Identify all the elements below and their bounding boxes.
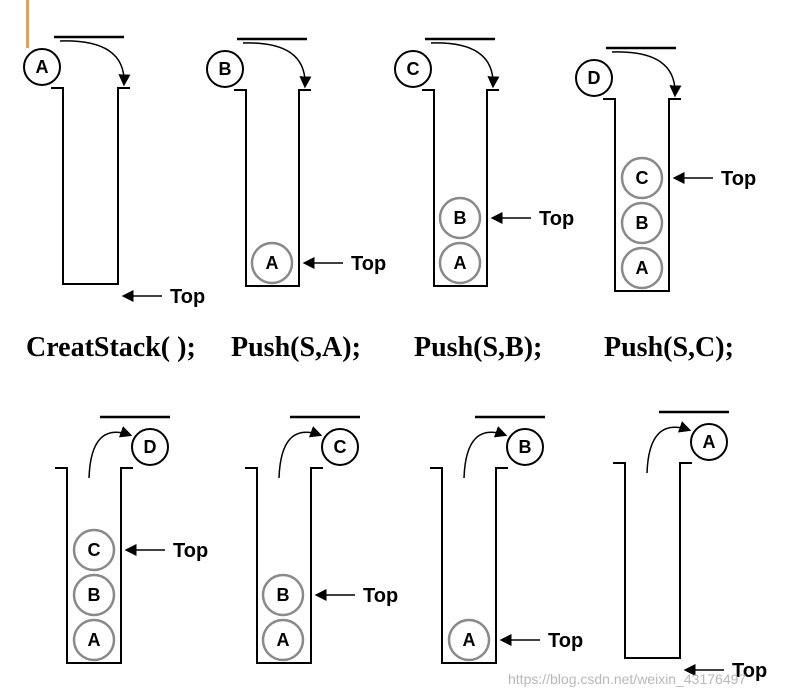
move-arrow — [59, 40, 131, 87]
stack-container — [422, 89, 499, 287]
move-arrow — [242, 42, 312, 89]
stack-element — [72, 618, 116, 662]
stack-element-label: B — [88, 585, 101, 605]
stack-container — [603, 98, 681, 292]
top-label: Top — [170, 286, 205, 308]
moving-element — [206, 50, 244, 88]
top-label: Top — [539, 208, 574, 230]
stack-element-label: A — [454, 253, 467, 273]
stack-container — [613, 462, 692, 659]
stack-element — [72, 573, 116, 617]
move-arrow — [430, 42, 500, 89]
move-arrow — [463, 426, 508, 479]
stack-element — [72, 528, 116, 572]
moving-element-label: C — [334, 437, 347, 457]
stack-element-label: A — [266, 253, 279, 273]
operation-label: Push(S,A); — [231, 332, 361, 363]
top-label: Top — [351, 253, 386, 275]
stack-panel: Top A — [23, 35, 205, 308]
stack-panel: A B Top C — [394, 37, 574, 287]
moving-element — [690, 423, 728, 461]
move-arrow — [646, 421, 692, 474]
stack-panel: Top A — [613, 410, 767, 682]
stack-element-label: A — [636, 258, 649, 278]
stack-element-label: C — [636, 168, 649, 188]
stack-panel: A Top B — [430, 415, 583, 664]
stack-element — [261, 618, 305, 662]
moving-element-label: D — [144, 437, 157, 457]
stack-container — [55, 467, 133, 664]
moving-element — [575, 59, 613, 97]
moving-element-label: C — [407, 59, 420, 79]
stack-container — [245, 467, 323, 664]
moving-element — [23, 48, 61, 86]
moving-element — [321, 428, 359, 466]
stack-element-label: B — [454, 208, 467, 228]
stack-panel: A B C Top D — [575, 46, 756, 292]
stack-panel: A B C Top D — [55, 415, 208, 664]
stack-container — [234, 89, 311, 287]
moving-element-label: B — [219, 59, 232, 79]
top-label: Top — [721, 168, 756, 190]
stack-element-label: B — [636, 213, 649, 233]
stack-element — [620, 246, 664, 290]
moving-element — [506, 428, 544, 466]
moving-element-label: A — [36, 57, 49, 77]
stack-element-label: A — [277, 630, 290, 650]
stack-container — [51, 87, 130, 285]
move-arrow — [278, 426, 323, 479]
moving-element-label: D — [588, 68, 601, 88]
stack-element-label: B — [277, 585, 290, 605]
stack-element — [438, 241, 482, 285]
stack-element — [620, 201, 664, 245]
top-label: Top — [363, 585, 398, 607]
moving-element-label: A — [703, 432, 716, 452]
moving-element-label: B — [519, 437, 532, 457]
stack-element — [620, 156, 664, 200]
stack-element-label: C — [88, 540, 101, 560]
operations-layer: CreatStack( ); Push(S,A); Push(S,B); Push(S… — [26, 332, 734, 363]
moving-element — [394, 50, 432, 88]
operation-label: Push(S,B); — [414, 332, 542, 363]
top-label: Top — [173, 540, 208, 562]
accent-bar — [26, 0, 29, 48]
top-label: Top — [548, 630, 583, 652]
operation-label: Push(S,C); — [604, 332, 734, 363]
top-label: Top — [732, 660, 767, 682]
stack-element — [261, 573, 305, 617]
stack-container — [430, 467, 508, 664]
stack-element-label: A — [88, 630, 101, 650]
operation-label: CreatStack( ); — [26, 332, 196, 363]
stack-element — [250, 241, 294, 285]
stack-panel: A Top B — [206, 37, 386, 287]
moving-element — [131, 428, 169, 466]
move-arrow — [611, 51, 682, 98]
move-arrow — [88, 426, 133, 479]
stack-element — [438, 196, 482, 240]
watermark: https://blog.csdn.net/weixin_43176497 — [508, 671, 746, 687]
stack-element — [447, 618, 491, 662]
stack-element-label: A — [463, 630, 476, 650]
stack-panel: A B Top C — [245, 415, 398, 664]
